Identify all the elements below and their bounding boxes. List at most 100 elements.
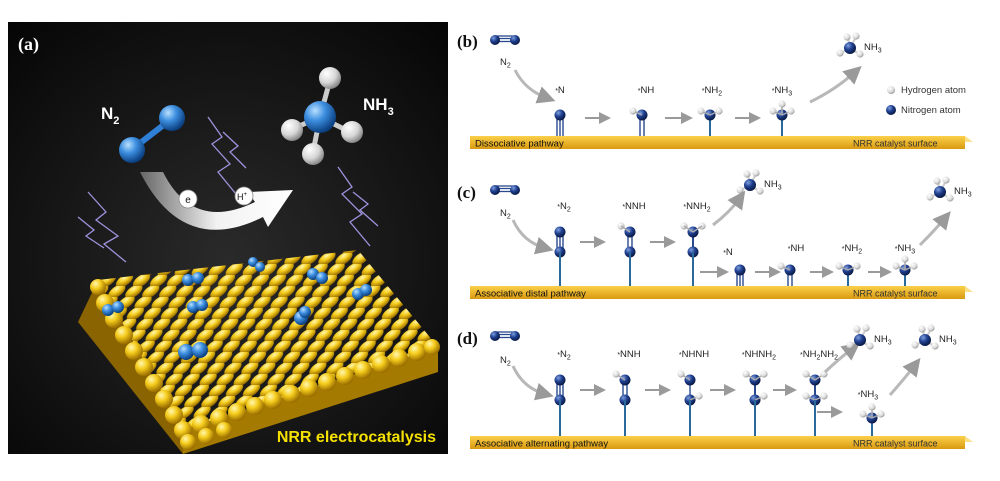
legend-hydrogen: Hydrogen atom [901,85,966,96]
panel-a-illustration: e H+ (a) N2 NH3 NRR electrocatalysis [8,22,448,454]
surface-c: Associative distal pathway NRR catalyst … [470,286,973,300]
hydrogen-atom [820,392,828,400]
nitrogen-atom [734,264,746,276]
species-d-2: *NHNH [679,349,709,360]
species-b-0: *N [555,85,565,96]
species-d-5: *NH3 [858,389,878,402]
surface-d: Associative alternating pathway NRR cata… [470,436,973,450]
species-d-4: *NH2NH2 [800,349,838,362]
desorption-arrow [511,219,554,255]
pathway-panels: (b) (c) (d) Dissociative pathway NRR cat… [455,20,1000,470]
nitrogen-atom [854,334,866,346]
nitrogen-atom [934,186,946,198]
pathway-d-label: Associative alternating pathway [475,439,608,450]
desorption-arrow [918,211,951,247]
hydrogen-atom [802,370,810,378]
surface-b-label: NRR catalyst surface [853,139,938,149]
hydrogen-atom [843,33,851,41]
panel-d-label: (d) [457,329,478,348]
panel-a-caption: NRR electrocatalysis [277,429,436,446]
hydrogen-atom [877,410,885,418]
n2-molecule [119,105,185,163]
hydrogen-atom [856,50,864,58]
hydrogen-atom [736,186,744,194]
pathway-b-label: Dissociative pathway [475,139,564,150]
nitrogen-atom [554,374,566,386]
species-labels: N2*N*NH*NH2*NH3NH3N2*N2*NNH*NNH2NH3*N*NH… [500,42,972,402]
hydrogen-atom [742,370,750,378]
gas-n2-d: N2 [500,355,511,368]
panel-b-label: (b) [457,32,478,51]
hydrogen-atom [715,107,723,115]
hydrogen-atom [852,32,860,40]
hydrogen-atom [926,193,934,201]
molecules-layer [490,32,954,436]
species-b-3: *NH3 [772,85,792,98]
nitrogen-atom [510,185,520,195]
hydrogen-atom [787,107,795,115]
lightning-icon [77,116,379,263]
hydrogen-atom [836,49,844,57]
product-nh3-c1: NH3 [764,179,782,192]
nitrogen-atom [844,42,856,54]
hydrogen-atom [629,107,637,115]
hydrogen-atom [862,324,870,332]
hydrogen-atom [942,176,950,184]
desorption-arrow [712,190,746,227]
hydrogen-atom [760,392,768,400]
surface-c-label: NRR catalyst surface [853,289,938,299]
legend: Hydrogen atom Nitrogen atom [886,85,966,116]
hydrogen-atom [835,262,843,270]
adsorbed-n2-molecules [102,257,372,360]
panel-c-label: (c) [457,183,476,202]
species-c-0: *N2 [557,201,571,214]
hydrogen-atom [695,392,703,400]
reaction-arrow [140,172,293,230]
hydrogen-atom [778,100,786,108]
hydrogen-atom-icon [887,86,895,94]
product-nh3-d1: NH3 [874,334,892,347]
species-b-2: *NH2 [702,85,722,98]
hydrogen-atom [918,325,926,333]
hydrogen-atom [846,341,854,349]
nitrogen-atom [554,109,566,121]
hydrogen-atom [868,403,876,411]
species-d-1: *NNH [617,349,640,360]
desorption-arrow [888,357,921,396]
species-c-3: *N [723,247,733,258]
hydrogen-atom [931,342,939,350]
bond [683,225,694,233]
desorption-arrow [809,65,862,104]
electron-label: e [185,195,191,206]
panel-a: e H+ (a) N2 NH3 NRR electrocatalysis [8,22,448,454]
hydrogen-atom [853,325,861,333]
hydrogen-atom [946,194,954,202]
surface-b: Dissociative pathway NRR catalyst surfac… [470,136,973,150]
gas-n2-b: N2 [500,57,511,70]
hydrogen-atom [743,170,751,178]
hydrogen-atom [760,370,768,378]
nitrogen-atom [490,185,500,195]
hydrogen-atom [892,262,900,270]
gas-n2-c: N2 [500,208,511,221]
hydrogen-atom [756,187,764,195]
nitrogen-atom [510,331,520,341]
nh3-molecule [281,67,363,165]
hydrogen-atom [933,177,941,185]
nitrogen-atom [490,331,500,341]
hydrogen-atom [901,255,909,263]
panel-a-label: (a) [18,34,39,55]
hydrogen-atom [911,341,919,349]
proton-label: H+ [237,192,248,202]
desorption-arrow [823,342,861,374]
n2-label: N2 [101,104,119,127]
nitrogen-atom-icon [886,105,896,115]
species-c-1: *NNH [622,201,645,212]
nitrogen-atom [510,35,520,45]
product-nh3-c2: NH3 [954,186,972,199]
bond [692,225,703,233]
bond [620,225,631,233]
nitrogen-atom [554,226,566,238]
hydrogen-atom [677,370,685,378]
species-d-0: *N2 [557,349,571,362]
